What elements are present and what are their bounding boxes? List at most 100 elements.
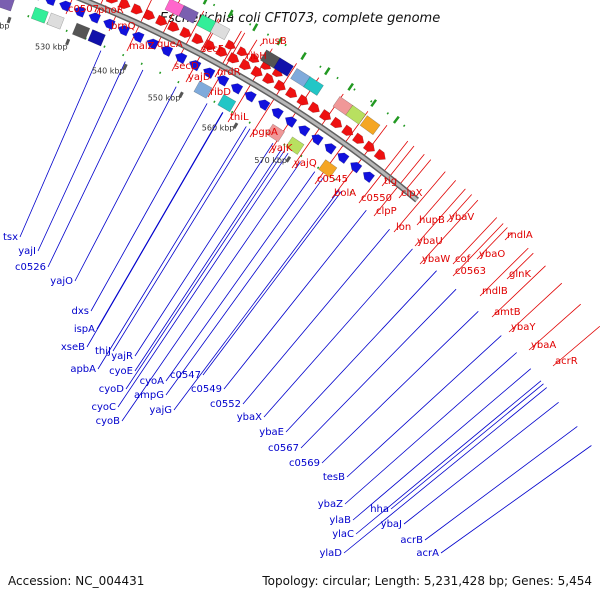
forward-gene-arrow-shape bbox=[142, 8, 156, 21]
forward-gene-label: hupB bbox=[419, 215, 445, 226]
reverse-leader-line bbox=[390, 383, 544, 510]
forward-gene-arrow-shape bbox=[261, 72, 275, 84]
reverse-gene-label: ybaX bbox=[237, 412, 262, 423]
reverse-leader-line bbox=[37, 61, 126, 252]
forward-gene-label: mdlB bbox=[482, 286, 508, 297]
forward-leader-line bbox=[528, 303, 581, 351]
reverse-leader-line bbox=[125, 150, 285, 390]
forward-gene-label: secF bbox=[201, 44, 224, 55]
forward-gene-label: bolA bbox=[334, 188, 356, 199]
forward-gene-arrow bbox=[362, 140, 376, 152]
reverse-gene-label: acrA bbox=[416, 548, 439, 559]
forward-leader-line bbox=[416, 180, 457, 226]
reverse-gene-label: ybaJ bbox=[381, 519, 402, 530]
reverse-leader-line bbox=[424, 426, 578, 541]
forward-gene-label: mdlA bbox=[507, 230, 533, 241]
reverse-gene-arrow-shape bbox=[73, 6, 87, 18]
reverse-feature-block bbox=[87, 29, 106, 47]
reverse-leader-line bbox=[440, 445, 592, 554]
forward-gene-arrow bbox=[142, 8, 156, 21]
kbp-tick bbox=[285, 155, 292, 163]
reverse-gene-label: ylaB bbox=[329, 515, 351, 526]
genome-backbone bbox=[79, 0, 419, 202]
reverse-feature-block bbox=[318, 159, 338, 178]
kbp-tick bbox=[178, 91, 184, 99]
reverse-leader-line bbox=[90, 103, 208, 312]
reverse-leader-line bbox=[343, 387, 547, 554]
major-tick bbox=[227, 9, 234, 18]
forward-leader-line bbox=[452, 223, 504, 277]
major-tick bbox=[324, 67, 331, 76]
reverse-gene-arrow bbox=[337, 152, 350, 165]
reverse-leader-line bbox=[352, 368, 532, 521]
reverse-leader-line bbox=[134, 148, 283, 372]
accession-text: Accession: NC_004431 bbox=[8, 574, 144, 588]
reverse-gene-arrow-shape bbox=[59, 0, 72, 12]
reverse-feature-block-shape bbox=[46, 12, 65, 30]
forward-gene-arrow-shape bbox=[318, 109, 332, 121]
reverse-gene-arrow-shape bbox=[298, 125, 311, 137]
reverse-feature-block bbox=[46, 12, 65, 30]
reverse-gene-arrow-shape bbox=[337, 152, 350, 165]
forward-gene-arrow-shape bbox=[179, 26, 192, 39]
forward-feature-block-shape bbox=[359, 115, 381, 136]
forward-gene-label: pgpA bbox=[252, 127, 278, 138]
major-tick bbox=[370, 99, 378, 108]
reverse-gene-label: ispA bbox=[74, 324, 95, 335]
forward-feature-block-shape bbox=[273, 57, 294, 77]
forward-gene-arrow bbox=[307, 101, 320, 113]
forward-gene-arrow-shape bbox=[248, 52, 260, 64]
forward-leader-line bbox=[479, 247, 529, 297]
forward-leader-line bbox=[171, 10, 205, 72]
reverse-gene-arrow-shape bbox=[103, 18, 116, 30]
forward-gene-label: glnK bbox=[509, 269, 531, 280]
reverse-gene-arrow-shape bbox=[284, 116, 298, 128]
reverse-gene-arrow bbox=[350, 162, 363, 174]
forward-feature-block-shape bbox=[345, 104, 367, 125]
forward-gene-label: c0563 bbox=[455, 266, 486, 277]
forward-leader-line bbox=[259, 42, 263, 47]
forward-gene-label: secD bbox=[174, 61, 199, 72]
reverse-gene-arrow bbox=[203, 67, 216, 79]
forward-gene-arrow-shape bbox=[250, 65, 263, 77]
reverse-gene-label: cyoD bbox=[99, 384, 125, 395]
reverse-gene-label: dxs bbox=[72, 306, 89, 317]
forward-gene-arrow-shape bbox=[273, 79, 286, 91]
forward-gene-arrow-shape bbox=[191, 32, 204, 45]
reverse-gene-label: c0549 bbox=[191, 384, 222, 395]
reverse-leader-line bbox=[321, 311, 479, 464]
reverse-leader-line bbox=[117, 152, 289, 408]
reverse-gene-label: ylaD bbox=[319, 548, 342, 559]
major-tick bbox=[347, 82, 354, 91]
reverse-feature-block-shape bbox=[285, 136, 305, 155]
reverse-gene-label: c0547 bbox=[170, 370, 201, 381]
forward-leader-line bbox=[419, 199, 479, 265]
reverse-gene-arrow-shape bbox=[88, 12, 102, 24]
reverse-gene-arrow bbox=[103, 18, 116, 30]
forward-gene-label: nusB bbox=[262, 36, 287, 47]
reverse-feature-block bbox=[266, 123, 285, 143]
forward-gene-arrow bbox=[296, 94, 309, 106]
kbp-label: 570 kbp bbox=[254, 156, 287, 165]
gene-features bbox=[0, 0, 420, 203]
reverse-leader-line bbox=[165, 171, 316, 382]
forward-gene-arrow bbox=[341, 124, 354, 136]
kbp-label: 520 kbp bbox=[0, 21, 9, 30]
forward-leader-line bbox=[331, 124, 388, 199]
forward-gene-label: phoR bbox=[98, 5, 124, 16]
reverse-leader-line bbox=[202, 190, 342, 376]
kbp-tick bbox=[65, 38, 71, 46]
forward-gene-label: queA bbox=[157, 39, 183, 50]
forward-gene-label: ribH bbox=[246, 51, 267, 62]
forward-gene-arrow-shape bbox=[296, 94, 309, 106]
reverse-leader-line bbox=[173, 189, 340, 411]
major-tick bbox=[252, 23, 259, 32]
forward-gene-arrow bbox=[261, 72, 275, 84]
forward-feature-block bbox=[273, 57, 294, 77]
forward-gene-label: yajQ bbox=[294, 158, 317, 169]
forward-gene-label: ybaY bbox=[511, 322, 536, 333]
reverse-gene-label: c0567 bbox=[268, 443, 299, 454]
reverse-gene-arrow bbox=[174, 52, 188, 65]
reverse-gene-arrow bbox=[244, 91, 257, 103]
forward-gene-label: cof bbox=[455, 254, 471, 265]
